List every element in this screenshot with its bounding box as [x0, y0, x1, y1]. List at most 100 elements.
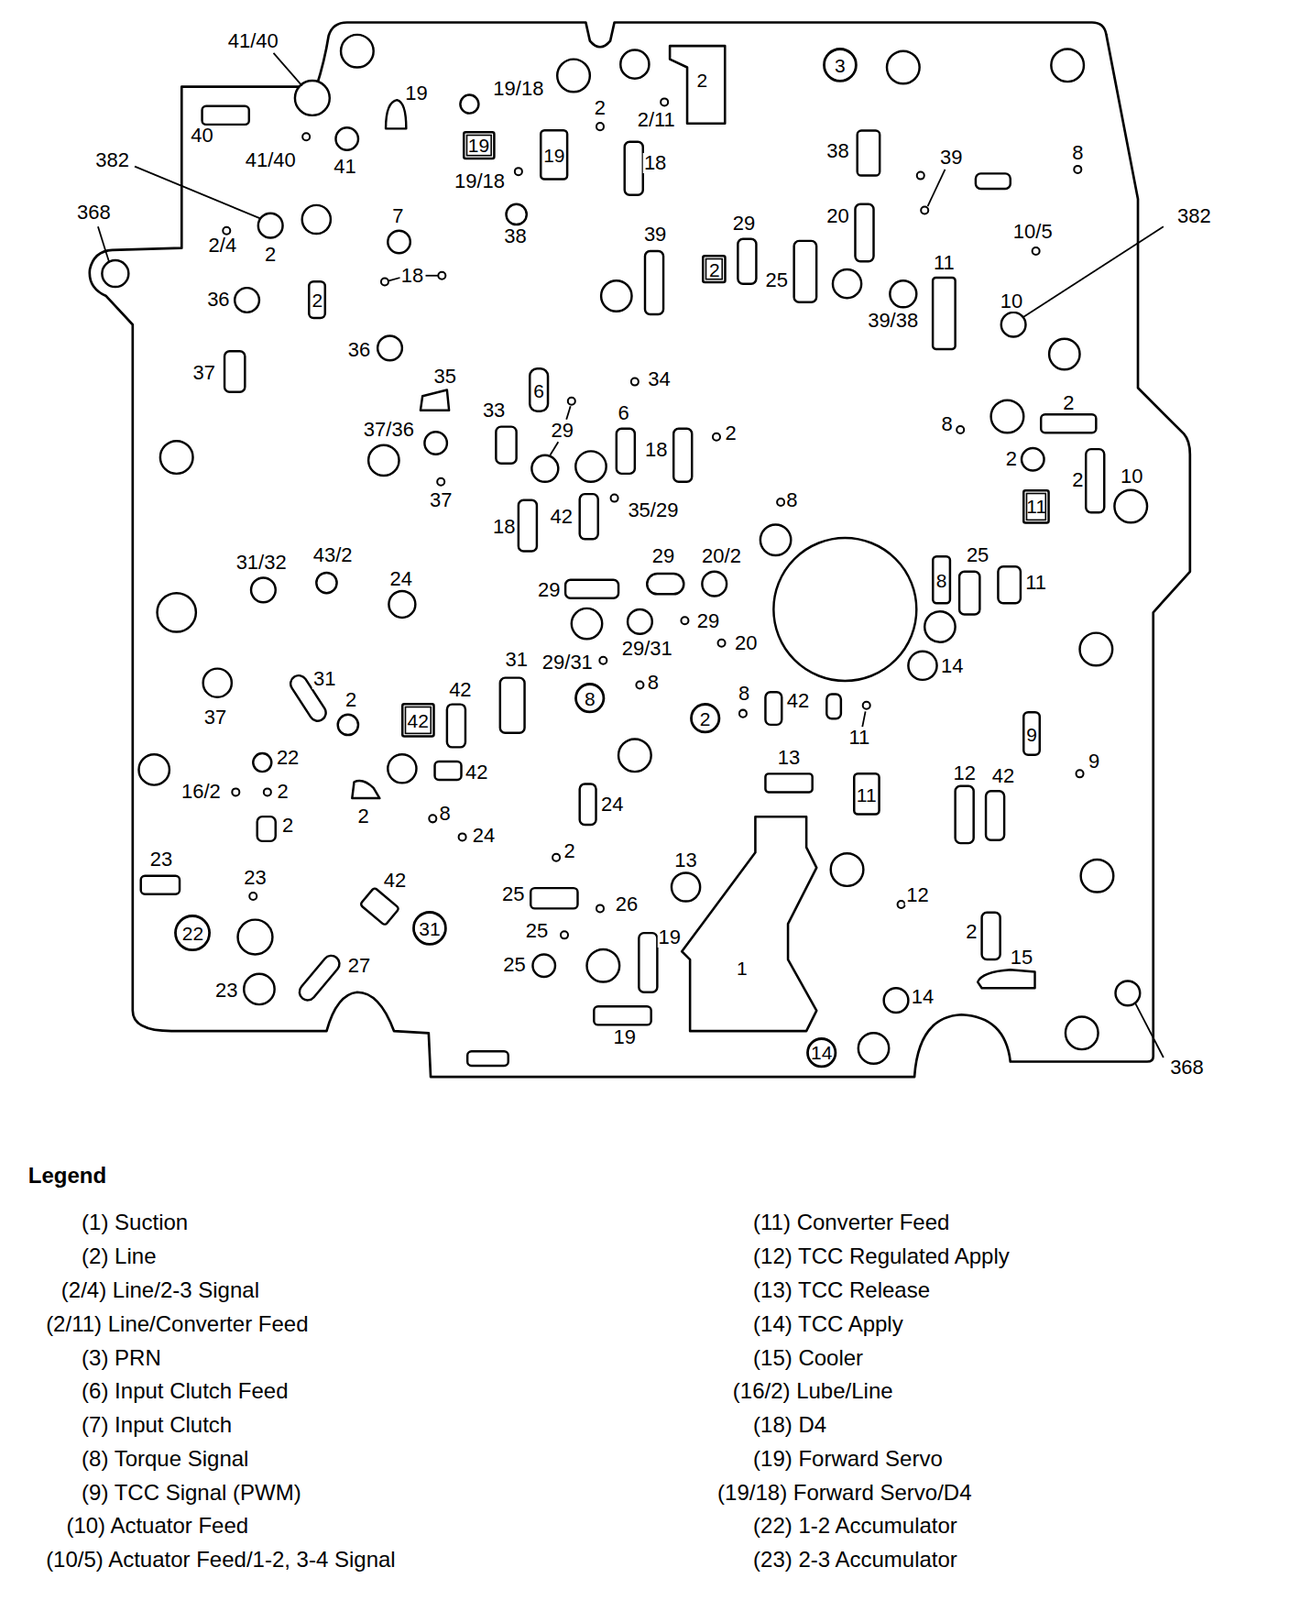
- port-label: 18: [491, 516, 516, 537]
- slot: [202, 106, 250, 125]
- hole: [506, 204, 527, 225]
- port-number: 2: [699, 709, 711, 729]
- slot: [982, 912, 1001, 960]
- port-label: 25: [524, 920, 549, 941]
- port-number: 11: [856, 784, 877, 804]
- small-hole: [596, 904, 604, 912]
- legend-heading: Legend: [27, 1164, 108, 1187]
- slot: [638, 932, 657, 993]
- hole: [338, 714, 359, 735]
- port-number: 2: [709, 260, 721, 280]
- hole: [671, 872, 700, 901]
- legend-entry: (19/18) Forward Servo/D4: [717, 1481, 972, 1504]
- port-label: 39/38: [866, 310, 919, 331]
- port-label: 8: [1071, 142, 1084, 164]
- port-label: 26: [614, 894, 639, 915]
- port-ring: [808, 1038, 836, 1066]
- port-label: 2: [275, 781, 289, 802]
- port-label: 2: [263, 244, 277, 265]
- slot: [518, 500, 537, 552]
- hole: [387, 230, 411, 254]
- hole: [1114, 490, 1148, 524]
- slot: [826, 693, 842, 719]
- hole: [234, 287, 260, 313]
- hole: [424, 431, 448, 455]
- slot: [737, 239, 756, 285]
- port-label: 382: [1176, 206, 1213, 227]
- port-label: 8: [646, 672, 660, 693]
- slot: [646, 573, 684, 594]
- small-hole: [863, 701, 871, 710]
- port-label: 23: [149, 849, 174, 870]
- port-label: 2: [562, 841, 576, 862]
- hole: [701, 571, 727, 597]
- plate-group: [89, 22, 1191, 1078]
- port-ring: [823, 49, 856, 82]
- hole: [924, 611, 955, 642]
- hole: [368, 445, 399, 476]
- port-label: 42: [991, 765, 1016, 787]
- slot: [857, 131, 881, 176]
- slot: [985, 790, 1005, 840]
- slot: [257, 816, 276, 842]
- leader-line: [566, 405, 570, 419]
- hole: [627, 609, 653, 635]
- port-number: 42: [406, 710, 428, 731]
- port-label: 29: [550, 420, 575, 441]
- port-label: 19/18: [491, 78, 545, 99]
- hole: [203, 668, 232, 698]
- port-number: 2: [312, 290, 324, 310]
- port-label: 29: [732, 213, 756, 234]
- hole: [157, 592, 197, 632]
- port-label: 13: [776, 747, 801, 768]
- port-border: [540, 131, 568, 180]
- port-label: 37/36: [362, 419, 416, 440]
- port-label: 24: [389, 568, 414, 590]
- legend-entry: (19) Forward Servo: [753, 1447, 943, 1470]
- slot: [141, 875, 180, 895]
- slot: [959, 571, 980, 615]
- port-slot: 2: [307, 280, 327, 319]
- small-hole: [1076, 769, 1084, 777]
- small-hole: [776, 498, 785, 506]
- port-label: 8: [785, 490, 799, 511]
- legend-entry: (16/2) Lube/Line: [732, 1379, 894, 1402]
- small-hole: [739, 710, 747, 718]
- port-label: 37: [428, 490, 453, 511]
- port-slot: 19: [539, 129, 569, 181]
- port-number: 2: [697, 69, 709, 89]
- slot: [975, 173, 1011, 189]
- hole: [258, 213, 284, 239]
- small-hole: [381, 277, 389, 285]
- port-label: 20: [733, 633, 758, 654]
- port-border: [853, 773, 879, 814]
- port-label: 2: [723, 423, 737, 444]
- boxed-port: 2: [701, 254, 727, 284]
- legend-entry: (14) TCC Apply: [753, 1312, 904, 1335]
- legend-entry: (12) TCC Regulated Apply: [753, 1245, 1010, 1268]
- legend-entry: (2/4) Line/2-3 Signal: [61, 1279, 260, 1301]
- port-inner-border: [706, 259, 723, 280]
- slot: [765, 773, 812, 792]
- small-hole: [596, 122, 604, 131]
- port-label: 2: [356, 806, 370, 827]
- port-label: 12: [951, 763, 976, 784]
- port-number: 14: [810, 1042, 832, 1062]
- port-label: 29/31: [541, 652, 594, 673]
- hole: [295, 80, 330, 116]
- port-number: 6: [533, 380, 545, 400]
- port-label: 9: [1087, 751, 1101, 772]
- port-ring: [691, 704, 720, 733]
- port-label: 2/11: [636, 109, 677, 131]
- small-hole: [459, 832, 467, 841]
- boxed-port: 11: [1022, 489, 1050, 525]
- port-label: 29: [696, 611, 721, 632]
- port-label: 25: [965, 545, 990, 566]
- port-label: 36: [347, 339, 372, 361]
- hole: [760, 524, 791, 556]
- hole: [160, 440, 194, 474]
- port-border: [703, 256, 726, 284]
- small-hole: [263, 787, 272, 796]
- small-hole: [897, 900, 906, 908]
- plate-outline: [89, 22, 1191, 1078]
